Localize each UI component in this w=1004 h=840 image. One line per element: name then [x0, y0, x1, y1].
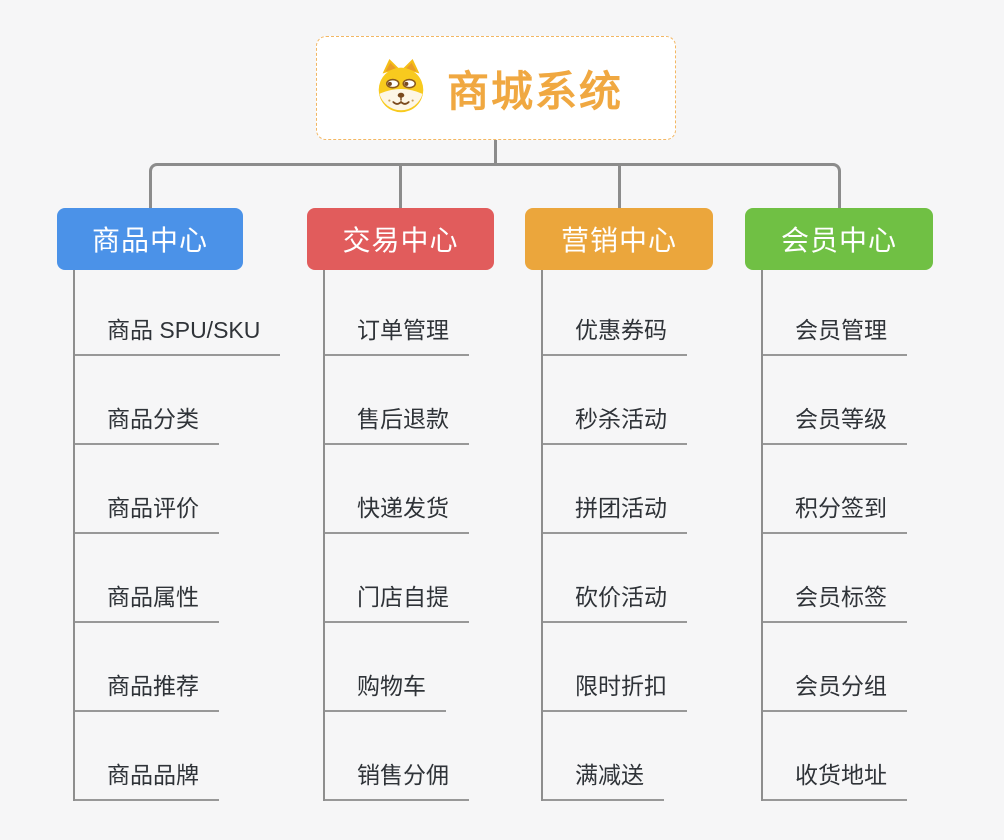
branch-items-member-center: 会员管理 会员等级 积分签到 会员标签 会员分组 收货地址 [761, 270, 933, 801]
branch-member-center: 会员中心 会员管理 会员等级 积分签到 会员标签 会员分组 收货地址 [745, 208, 933, 801]
leaf-label: 收货地址 [761, 756, 907, 801]
leaf-node[interactable]: 积分签到 [761, 445, 933, 534]
leaf-node[interactable]: 快递发货 [323, 445, 494, 534]
leaf-label: 商品品牌 [73, 756, 219, 801]
root-node[interactable]: 商城系统 [316, 36, 676, 140]
leaf-node[interactable]: 售后退款 [323, 356, 494, 445]
leaf-node[interactable]: 会员分组 [761, 623, 933, 712]
leaf-node[interactable]: 会员管理 [761, 270, 933, 356]
connector-drop-trade [399, 163, 402, 209]
branch-node-product-center[interactable]: 商品中心 [57, 208, 243, 270]
leaf-node[interactable]: 门店自提 [323, 534, 494, 623]
leaf-node[interactable]: 砍价活动 [541, 534, 713, 623]
leaf-node[interactable]: 订单管理 [323, 270, 494, 356]
leaf-node[interactable]: 会员等级 [761, 356, 933, 445]
leaf-label: 优惠券码 [541, 311, 687, 356]
leaf-label: 快递发货 [323, 489, 469, 534]
leaf-label: 销售分佣 [323, 756, 469, 801]
branch-product-center: 商品中心 商品 SPU/SKU 商品分类 商品评价 商品属性 商品推荐 商品品牌 [57, 208, 281, 801]
branch-items-marketing-center: 优惠券码 秒杀活动 拼团活动 砍价活动 限时折扣 满减送 [541, 270, 713, 801]
leaf-label: 商品推荐 [73, 667, 219, 712]
leaf-label: 订单管理 [323, 311, 469, 356]
leaf-label: 商品评价 [73, 489, 219, 534]
leaf-label: 商品属性 [73, 578, 219, 623]
leaf-node[interactable]: 销售分佣 [323, 712, 494, 801]
leaf-label: 商品 SPU/SKU [73, 311, 281, 356]
leaf-label: 会员分组 [761, 667, 907, 712]
leaf-label: 门店自提 [323, 578, 469, 623]
connector-drop-marketing [618, 163, 621, 209]
branch-node-marketing-center[interactable]: 营销中心 [525, 208, 713, 270]
branch-node-trade-center[interactable]: 交易中心 [307, 208, 494, 270]
leaf-node[interactable]: 商品品牌 [73, 712, 243, 801]
leaf-label: 会员等级 [761, 400, 907, 445]
root-title: 商城系统 [446, 67, 623, 115]
leaf-node[interactable]: 满减送 [541, 712, 713, 801]
leaf-label: 满减送 [541, 756, 664, 801]
leaf-node[interactable]: 商品评价 [73, 445, 243, 534]
leaf-node[interactable]: 优惠券码 [541, 270, 713, 356]
leaf-node[interactable]: 收货地址 [761, 712, 933, 801]
leaf-label: 秒杀活动 [541, 400, 687, 445]
leaf-node[interactable]: 商品 SPU/SKU [73, 270, 281, 356]
leaf-label: 积分签到 [761, 489, 907, 534]
leaf-node[interactable]: 商品分类 [73, 356, 243, 445]
leaf-label: 售后退款 [323, 400, 469, 445]
leaf-node[interactable]: 拼团活动 [541, 445, 713, 534]
leaf-label: 会员标签 [761, 578, 907, 623]
branch-marketing-center: 营销中心 优惠券码 秒杀活动 拼团活动 砍价活动 限时折扣 满减送 [525, 208, 713, 801]
leaf-node[interactable]: 商品属性 [73, 534, 243, 623]
branch-trade-center: 交易中心 订单管理 售后退款 快递发货 门店自提 购物车 销售分佣 [307, 208, 494, 801]
branch-items-product-center: 商品 SPU/SKU 商品分类 商品评价 商品属性 商品推荐 商品品牌 [73, 270, 281, 801]
leaf-label: 会员管理 [761, 311, 907, 356]
connector-branch-frame [149, 163, 841, 209]
leaf-label: 商品分类 [73, 400, 219, 445]
leaf-node[interactable]: 限时折扣 [541, 623, 713, 712]
leaf-node[interactable]: 会员标签 [761, 534, 933, 623]
leaf-label: 砍价活动 [541, 578, 687, 623]
branch-items-trade-center: 订单管理 售后退款 快递发货 门店自提 购物车 销售分佣 [323, 270, 494, 801]
leaf-label: 限时折扣 [541, 667, 687, 712]
leaf-node[interactable]: 购物车 [323, 623, 494, 712]
leaf-node[interactable]: 商品推荐 [73, 623, 243, 712]
leaf-label: 购物车 [323, 667, 446, 712]
leaf-label: 拼团活动 [541, 489, 687, 534]
branch-node-member-center[interactable]: 会员中心 [745, 208, 933, 270]
connector-root-stem [494, 140, 497, 164]
dog-face-icon [378, 58, 424, 113]
leaf-node[interactable]: 秒杀活动 [541, 356, 713, 445]
